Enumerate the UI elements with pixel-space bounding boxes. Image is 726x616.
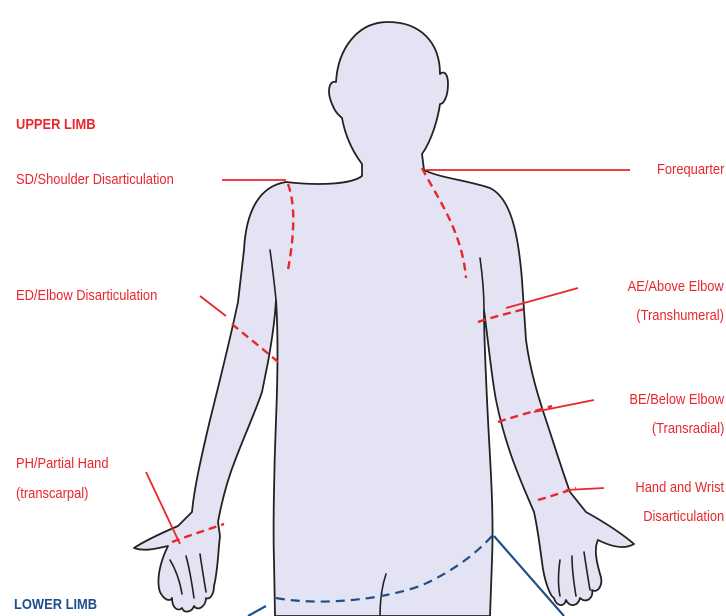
elbow-disarticulation-label: ED/Elbow Disarticulation bbox=[16, 286, 157, 305]
below-elbow-leader bbox=[534, 400, 594, 412]
partial-hand-sublabel: (transcarpal) bbox=[16, 484, 88, 503]
below-elbow-label: BE/Below Elbow bbox=[629, 390, 724, 409]
upper-limb-heading: UPPER LIMB bbox=[16, 116, 96, 133]
hand-wrist-leader bbox=[566, 488, 604, 490]
hip-leader-left bbox=[248, 606, 266, 616]
hand-wrist-label: Hand and Wrist bbox=[635, 478, 724, 497]
elbow-leader bbox=[200, 296, 226, 316]
above-elbow-label: AE/Above Elbow bbox=[628, 277, 724, 296]
forequarter-label: Forequarter bbox=[657, 160, 724, 179]
shoulder-disarticulation-label: SD/Shoulder Disarticulation bbox=[16, 170, 174, 189]
lower-limb-heading: LOWER LIMB bbox=[14, 596, 97, 613]
above-elbow-sublabel: (Transhumeral) bbox=[636, 306, 724, 325]
body-silhouette bbox=[134, 22, 634, 616]
hand-wrist-sublabel: Disarticulation bbox=[643, 507, 724, 526]
partial-hand-label: PH/Partial Hand bbox=[16, 454, 109, 473]
below-elbow-sublabel: (Transradial) bbox=[651, 419, 724, 438]
